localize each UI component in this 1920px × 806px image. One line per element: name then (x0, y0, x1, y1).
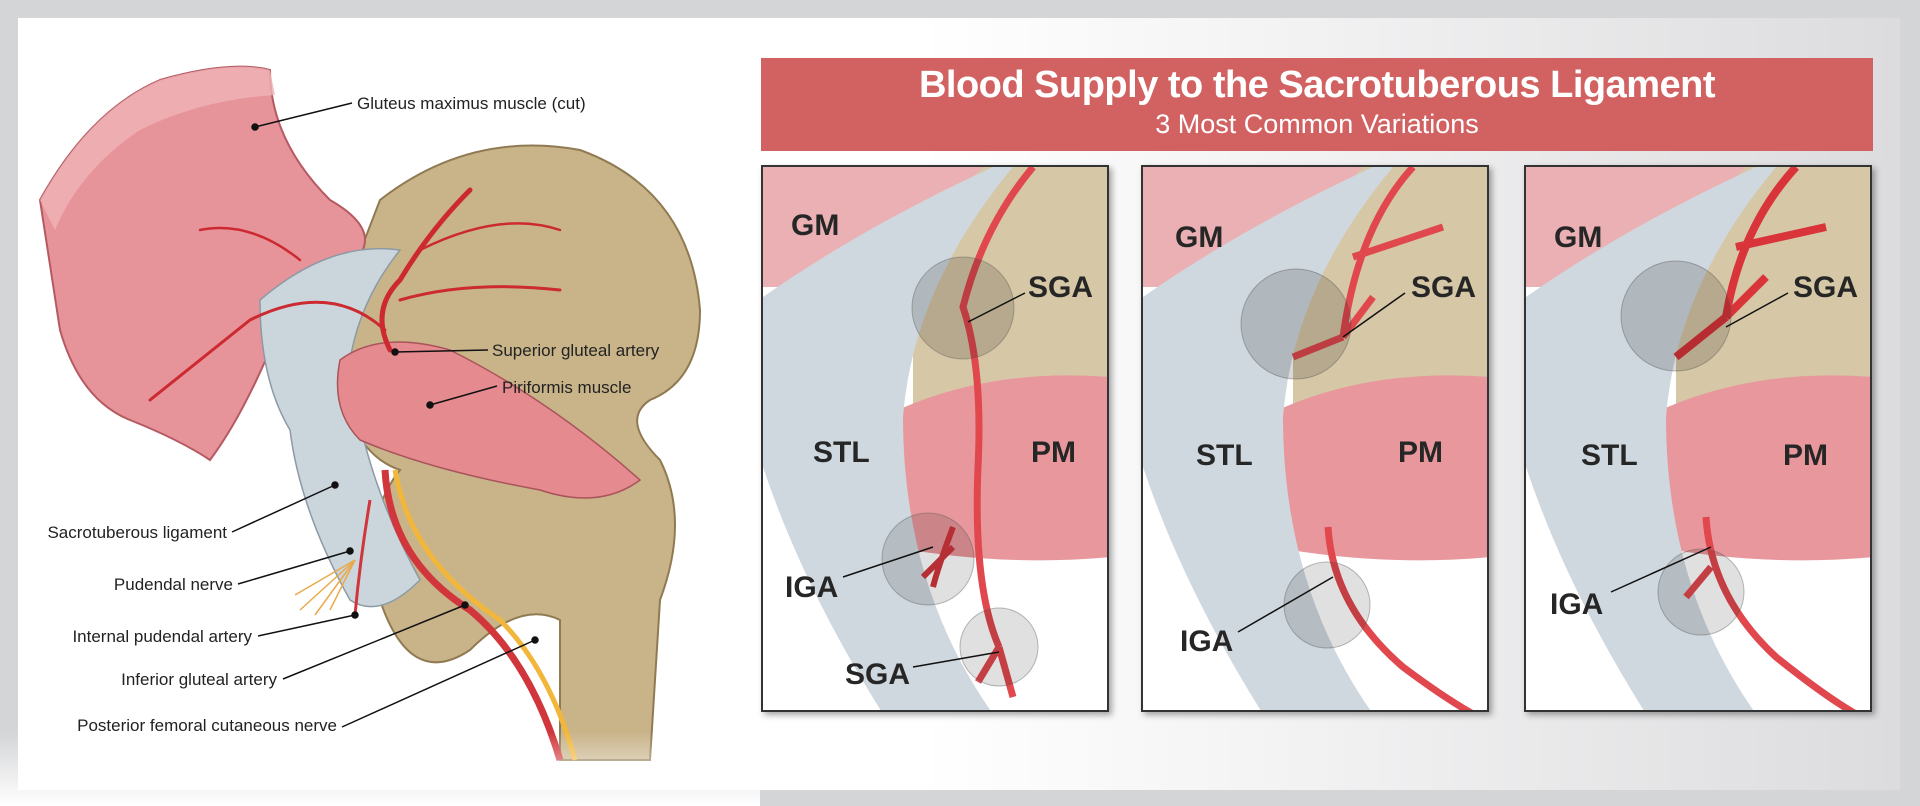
label-iga: IGA (1550, 588, 1603, 621)
variation-panel-1: GM SGA STL PM IGA SGA (761, 165, 1109, 712)
label-iga: IGA (1180, 625, 1233, 658)
superior-gluteal-artery (1291, 167, 1445, 361)
sacrotuberous-ligament (1526, 167, 1776, 710)
sacrotuberous-ligament (763, 167, 1013, 710)
sacrotuberous-ligament (1143, 167, 1393, 710)
main-anatomy-illustration: Gluteus maximus muscle (cut) Superior gl… (0, 65, 760, 806)
variation-panel-3: GM SGA STL PM IGA (1524, 165, 1872, 712)
label-stl: STL (813, 436, 870, 469)
label-gluteus-maximus: Gluteus maximus muscle (cut) (357, 94, 586, 113)
piriformis-muscle (336, 341, 642, 499)
label-sga: SGA (1411, 271, 1476, 304)
inferior-gluteal-artery (920, 525, 956, 588)
label-gm: GM (791, 209, 839, 242)
label-gm: GM (1554, 221, 1602, 254)
sacrotuberous-ligament (259, 247, 421, 608)
label-pudendal-nerve: Pudendal nerve (114, 575, 233, 594)
subtitle: 3 Most Common Variations (1155, 109, 1479, 139)
superior-gluteal-artery-branches (148, 187, 562, 402)
superior-gluteal-artery (1673, 167, 1827, 361)
label-superior-gluteal-artery: Superior gluteal artery (492, 341, 660, 360)
label-posterior-femoral-cutaneous-nerve: Posterior femoral cutaneous nerve (77, 716, 337, 735)
label-sga-lower: SGA (845, 658, 910, 691)
label-inferior-gluteal-artery: Inferior gluteal artery (121, 670, 277, 689)
inferior-gluteal-artery (1324, 526, 1474, 710)
label-sacrotuberous-ligament: Sacrotuberous ligament (47, 523, 227, 542)
label-pm: PM (1031, 436, 1076, 469)
title: Blood Supply to the Sacrotuberous Ligame… (918, 64, 1716, 106)
label-pm: PM (1398, 436, 1443, 469)
label-stl: STL (1196, 439, 1253, 472)
label-sga: SGA (1028, 271, 1093, 304)
inferior-gluteal-artery (1683, 516, 1857, 710)
label-piriformis: Piriformis muscle (502, 378, 631, 397)
label-stl: STL (1581, 439, 1638, 472)
label-internal-pudendal-artery: Internal pudendal artery (72, 627, 252, 646)
label-pm: PM (1783, 439, 1828, 472)
title-banner: Blood Supply to the Sacrotuberous Ligame… (761, 58, 1873, 151)
label-gm: GM (1175, 221, 1223, 254)
variation-panel-2: GM SGA STL PM IGA (1141, 165, 1489, 712)
label-sga: SGA (1793, 271, 1858, 304)
label-iga: IGA (785, 571, 838, 604)
